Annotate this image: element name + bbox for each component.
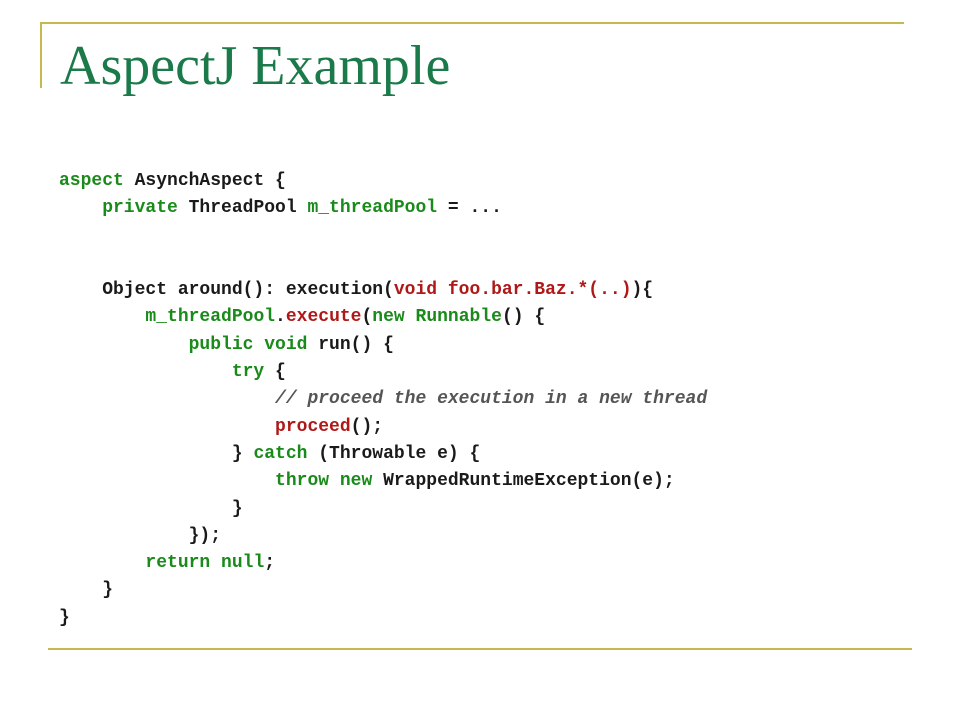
- code-line: return null;: [59, 550, 707, 577]
- frame-top-rule: [40, 22, 904, 24]
- code-line: try {: [59, 359, 707, 386]
- code-token: catch: [253, 443, 308, 464]
- code-token: (Throwable e) {: [307, 443, 481, 464]
- code-token: }: [59, 580, 114, 601]
- code-token: [59, 362, 232, 382]
- code-token: [59, 389, 275, 409]
- code-token: Object around(): execution(: [59, 280, 394, 301]
- code-token: (: [361, 307, 373, 328]
- code-token: }: [59, 607, 70, 628]
- code-token: new: [372, 307, 405, 328]
- code-token: [59, 471, 275, 491]
- code-block: aspect AsynchAspect { private ThreadPool…: [59, 168, 707, 632]
- code-token: return null: [145, 553, 265, 574]
- code-token: () {: [501, 307, 546, 328]
- code-token: ;: [264, 553, 276, 574]
- code-line: proceed();: [59, 414, 707, 441]
- code-token: [405, 307, 416, 327]
- code-line: }: [59, 605, 707, 632]
- code-line: [59, 223, 707, 250]
- code-token: });: [59, 525, 222, 546]
- code-token: [59, 335, 189, 355]
- code-line: m_threadPool.execute(new Runnable() {: [59, 304, 707, 331]
- code-token: aspect: [59, 171, 124, 191]
- code-token: try: [231, 362, 265, 383]
- code-line: } catch (Throwable e) {: [59, 441, 707, 468]
- code-token: ){: [631, 280, 654, 301]
- code-token: [59, 307, 145, 327]
- code-token: run() {: [307, 334, 394, 355]
- code-token: .: [275, 307, 286, 328]
- code-token: [59, 417, 275, 437]
- code-token: WrappedRuntimeException(e);: [372, 471, 675, 492]
- code-token: ThreadPool: [177, 198, 308, 219]
- code-token: Runnable: [415, 307, 502, 328]
- code-token: throw new: [275, 471, 373, 492]
- code-token: proceed: [275, 416, 351, 437]
- code-line: }: [59, 577, 707, 604]
- code-token: }: [59, 498, 243, 519]
- code-token: {: [264, 362, 286, 383]
- code-line: });: [59, 523, 707, 550]
- code-token: AsynchAspect {: [123, 171, 286, 191]
- frame-left-rule: [40, 22, 42, 88]
- code-line: public void run() {: [59, 332, 707, 359]
- code-token: public void: [188, 334, 308, 355]
- code-line: [59, 250, 707, 277]
- code-line: aspect AsynchAspect {: [59, 168, 707, 195]
- code-line: // proceed the execution in a new thread: [59, 386, 707, 413]
- slide-title: AspectJ Example: [60, 35, 451, 97]
- code-line: Object around(): execution(void foo.bar.…: [59, 277, 707, 304]
- code-line: private ThreadPool m_threadPool = ...: [59, 195, 707, 222]
- code-token: private: [59, 198, 178, 219]
- code-token: }: [59, 443, 254, 464]
- code-token: void foo.bar.Baz.*(..): [393, 280, 632, 301]
- code-line: throw new WrappedRuntimeException(e);: [59, 468, 707, 495]
- code-token: ();: [350, 416, 384, 437]
- code-line: }: [59, 496, 707, 523]
- frame-bottom-rule: [48, 648, 912, 650]
- code-token: [59, 553, 145, 573]
- code-token: execute: [285, 307, 362, 328]
- code-token: m_threadPool: [307, 198, 438, 219]
- code-token: = ...: [437, 198, 502, 219]
- code-token: m_threadPool: [145, 307, 276, 328]
- code-token: // proceed the execution in a new thread: [275, 389, 708, 410]
